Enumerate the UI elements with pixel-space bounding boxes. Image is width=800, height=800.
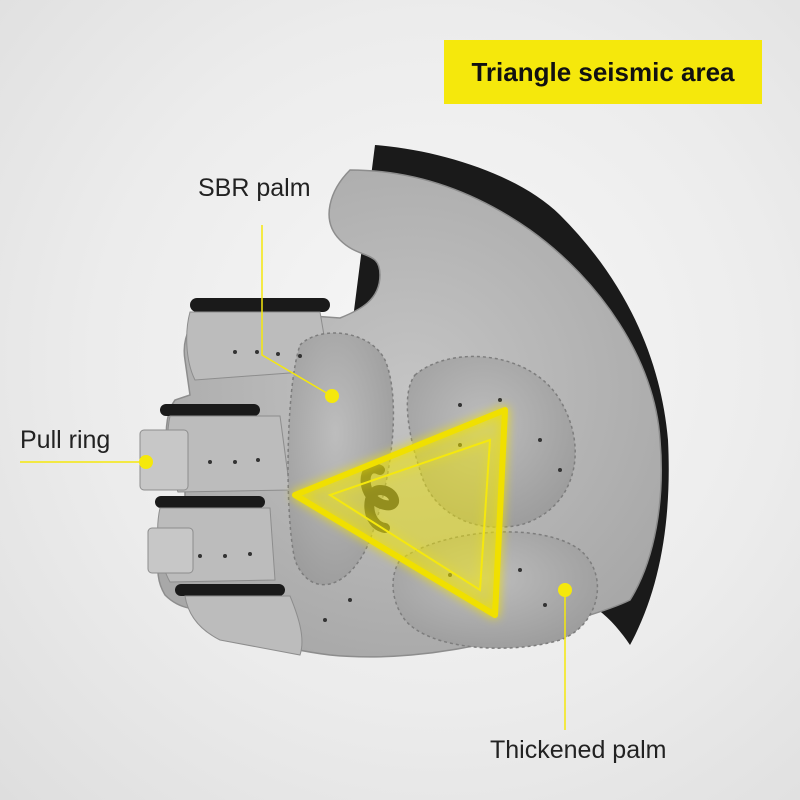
title-banner: Triangle seismic area xyxy=(444,40,762,104)
title-text: Triangle seismic area xyxy=(471,56,735,87)
pinky-tab xyxy=(147,527,194,574)
finger-pinky xyxy=(184,595,303,656)
sbr-palm-leader xyxy=(261,225,331,396)
sbr-palm-dot xyxy=(325,389,339,403)
thickened-palm-label: Thickened palm xyxy=(490,736,667,764)
finger-edge-middle xyxy=(160,404,260,416)
finger-edge-pinky xyxy=(175,584,285,596)
pull-ring-label: Pull ring xyxy=(20,426,111,454)
callout-lines xyxy=(20,225,566,730)
triangle-seismic-highlight xyxy=(292,407,508,618)
callout-dots xyxy=(139,389,572,597)
finger-index xyxy=(186,311,331,381)
pull-ring-dot xyxy=(139,455,153,469)
finger-edge-index xyxy=(190,298,330,312)
finger-edge-ring xyxy=(155,496,265,508)
thickened-palm-dot xyxy=(558,583,572,597)
vent-holes xyxy=(198,350,562,622)
sbr-palm-label: SBR palm xyxy=(198,174,311,202)
